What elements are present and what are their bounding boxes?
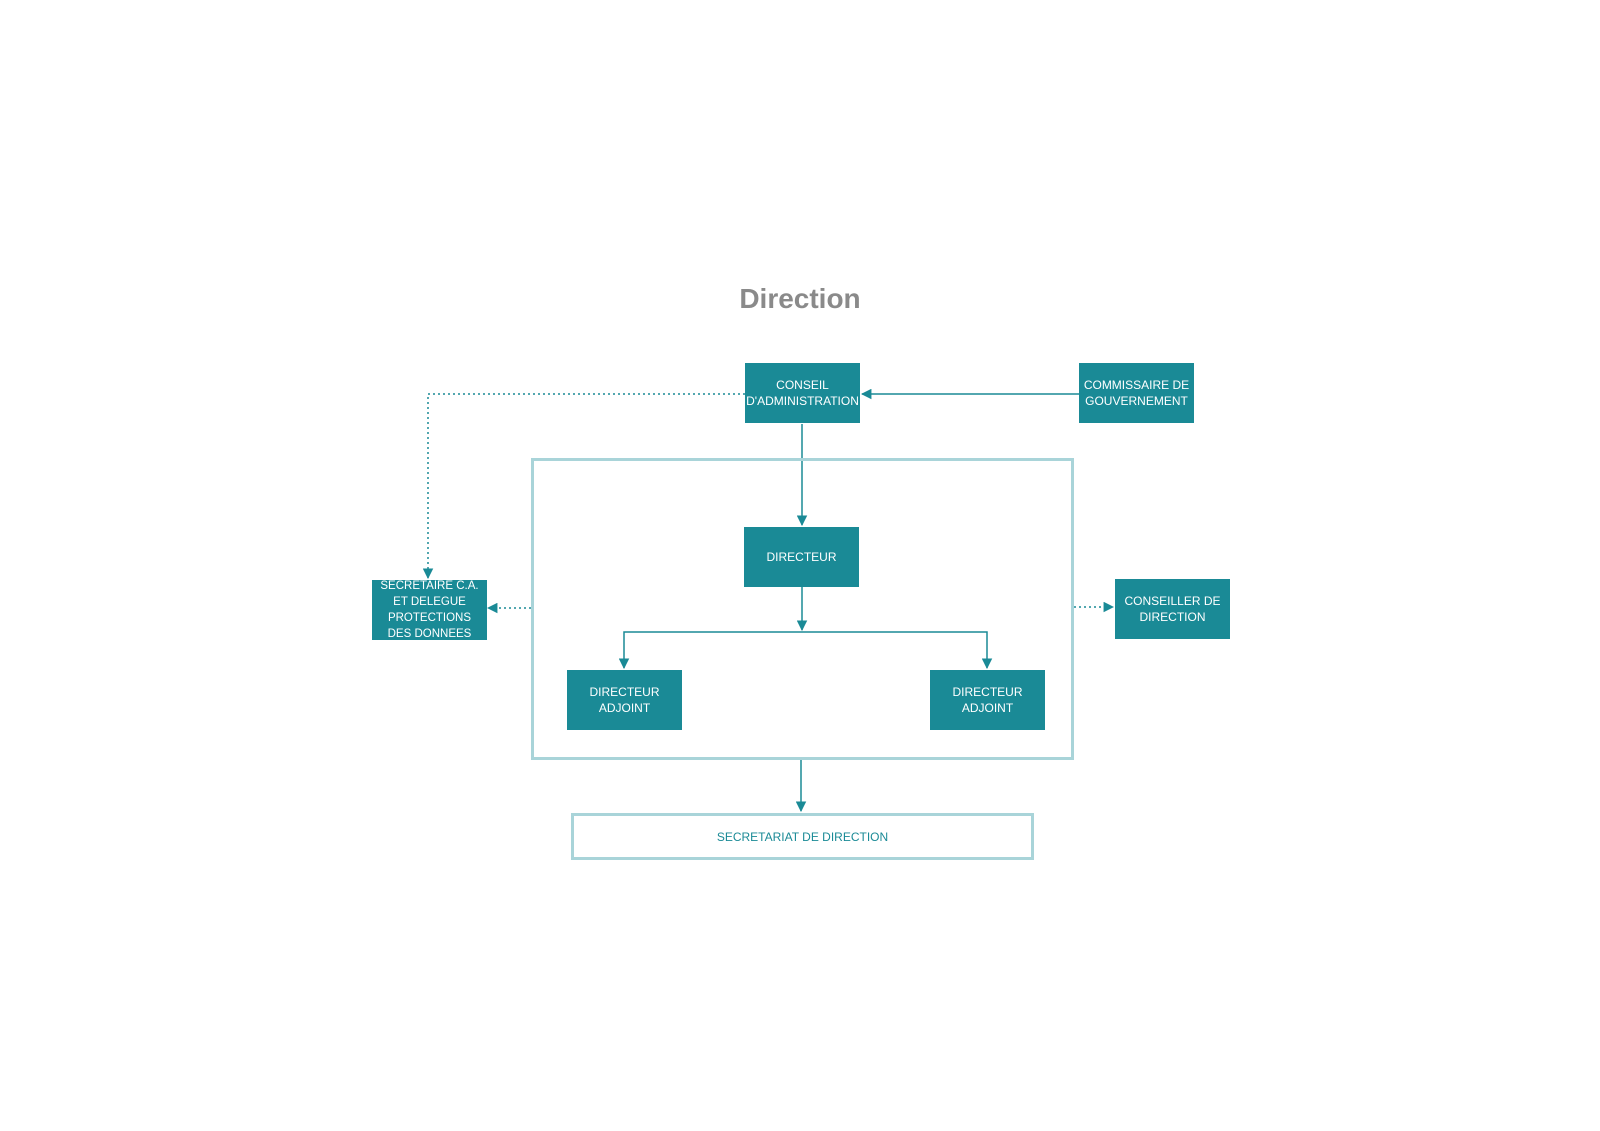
node-secretariat-label: SECRETARIAT DE DIRECTION	[716, 829, 889, 844]
node-label: CONSEIL D'ADMINISTRATION	[746, 378, 859, 408]
node-conseiller-direction: CONSEILLER DE DIRECTION	[1115, 579, 1230, 639]
node-conseil-administration: CONSEIL D'ADMINISTRATION	[745, 363, 860, 423]
node-label: CONSEILLER DE DIRECTION	[1124, 594, 1221, 624]
node-directeur: DIRECTEUR	[744, 527, 859, 587]
node-label: SECRETAIRE C.A. ET DELEGUE PROTECTIONS D…	[380, 580, 479, 640]
node-directeur-adjoint-right: DIRECTEUR ADJOINT	[930, 670, 1045, 730]
node-secretaire-ca: SECRETAIRE C.A. ET DELEGUE PROTECTIONS D…	[372, 580, 487, 640]
page-title: Direction	[739, 283, 861, 314]
node-label: DIRECTEUR	[766, 550, 837, 564]
node-commissaire-gouvernement: COMMISSAIRE DE GOUVERNEMENT	[1079, 363, 1194, 423]
connector-split-adjoint-left	[618, 631, 802, 670]
direction-frame	[531, 458, 1074, 760]
node-secretariat-direction	[571, 813, 1034, 860]
connector-conseil-secretaire	[422, 393, 745, 580]
node-label: DIRECTEUR ADJOINT	[952, 685, 1023, 715]
node-directeur-adjoint-left: DIRECTEUR ADJOINT	[567, 670, 682, 730]
node-label: COMMISSAIRE DE GOUVERNEMENT	[1083, 378, 1190, 408]
node-label: DIRECTEUR ADJOINT	[589, 685, 660, 715]
connector-split-adjoint-right	[802, 631, 993, 670]
